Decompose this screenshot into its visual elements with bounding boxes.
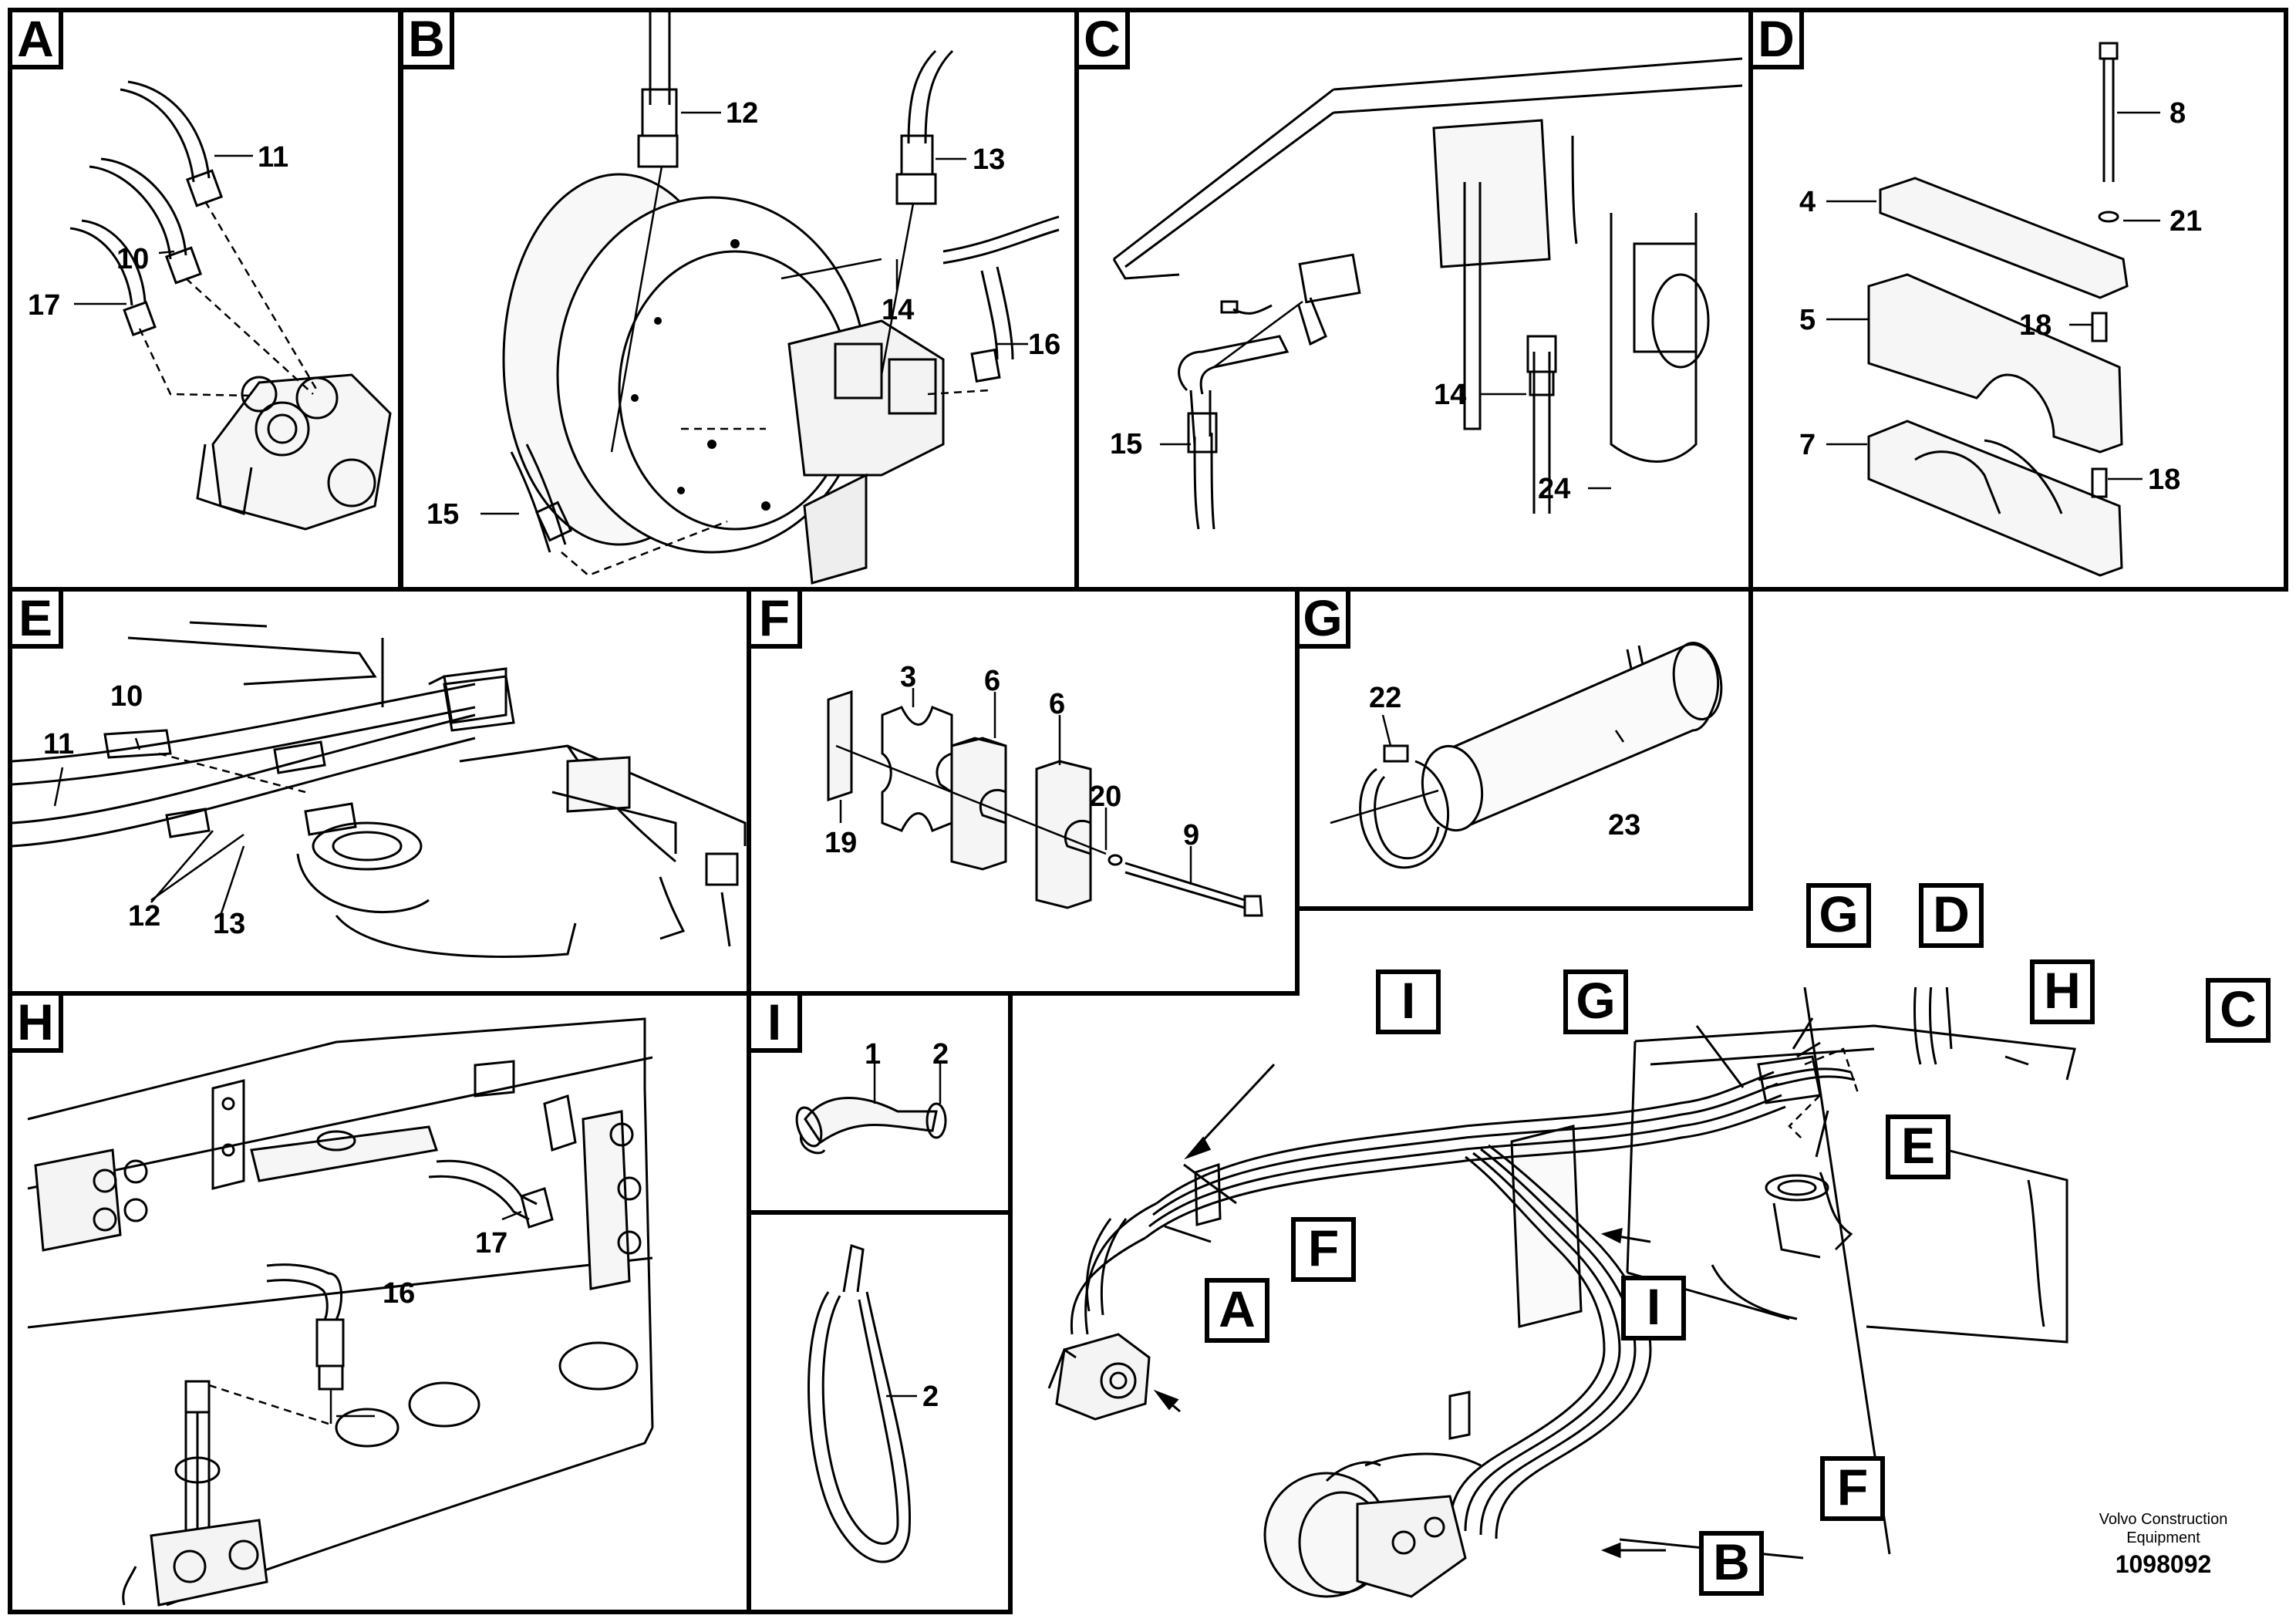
part-number-17: 17 xyxy=(28,289,60,322)
callout-h: H xyxy=(2030,959,2095,1024)
panel-b: B xyxy=(399,8,1079,592)
panel-letter-d: D xyxy=(1748,8,1804,69)
callout-c: C xyxy=(2206,978,2271,1043)
part-number-15: 15 xyxy=(426,498,459,531)
panel-e: E xyxy=(8,587,751,996)
part-number-6-left: 6 xyxy=(984,665,1000,697)
part-number-20: 20 xyxy=(1089,781,1121,813)
panel-letter-g: G xyxy=(1295,587,1350,649)
panel-c-drawing: 14 15 24 xyxy=(1110,57,1743,530)
part-number-16: 16 xyxy=(383,1277,415,1310)
footer-company-line1: Volvo Construction xyxy=(2099,1511,2228,1528)
part-number-12: 12 xyxy=(128,900,160,932)
panel-a: A xyxy=(8,8,403,592)
part-number-14: 14 xyxy=(1434,379,1466,411)
part-number-10: 10 xyxy=(116,243,149,275)
panel-letter-b: B xyxy=(399,8,454,69)
callout-a: A xyxy=(1205,1278,1269,1343)
panel-i-lower: 2 xyxy=(747,1210,1013,1614)
footer-company: Volvo Construction Equipment xyxy=(2067,1510,2260,1547)
callout-g-top: G xyxy=(1806,883,1871,948)
panel-a-drawing: 11 10 17 xyxy=(28,80,392,531)
panel-letter-i: I xyxy=(747,991,802,1053)
panel-h: H xyxy=(8,991,751,1614)
part-number-22: 22 xyxy=(1369,682,1401,714)
panel-letter-h: H xyxy=(8,991,63,1053)
part-number-17: 17 xyxy=(475,1227,507,1259)
part-number-8: 8 xyxy=(2170,97,2186,130)
part-number-23: 23 xyxy=(1608,809,1640,841)
callout-f-bottom: F xyxy=(1820,1456,1885,1521)
part-number-1: 1 xyxy=(865,1038,881,1071)
part-number-24: 24 xyxy=(1538,473,1570,505)
panel-i-upper: I 1 2 xyxy=(747,991,1013,1215)
part-number-9: 9 xyxy=(1183,819,1199,851)
part-number-11: 11 xyxy=(43,728,74,760)
panel-d: D 8 xyxy=(1748,8,2288,592)
part-number-2: 2 xyxy=(932,1038,949,1071)
part-number-19: 19 xyxy=(824,827,857,859)
part-number-18-lower: 18 xyxy=(2148,464,2180,496)
part-number-14: 14 xyxy=(882,294,914,326)
panel-c: C xyxy=(1074,8,1753,592)
callout-b: B xyxy=(1699,1531,1764,1596)
part-number-15: 15 xyxy=(1110,428,1142,460)
part-number-7: 7 xyxy=(1799,429,1816,461)
callout-i-bottom: I xyxy=(1621,1276,1686,1340)
part-number-10: 10 xyxy=(110,680,143,713)
footer-company-line2: Equipment xyxy=(2126,1529,2200,1546)
callout-f-top: F xyxy=(1291,1217,1356,1282)
part-number-5: 5 xyxy=(1799,304,1816,336)
part-number-2: 2 xyxy=(922,1381,939,1413)
part-number-16: 16 xyxy=(1028,329,1060,361)
panel-g: G 22 23 xyxy=(1295,587,1753,911)
part-number-12: 12 xyxy=(726,97,758,130)
panel-h-drawing: 17 16 xyxy=(27,1017,654,1607)
panel-e-drawing: 10 11 12 13 xyxy=(12,621,747,958)
panel-letter-c: C xyxy=(1074,8,1130,69)
panel-letter-e: E xyxy=(8,587,63,649)
panel-f-drawing: 3 6 6 20 9 19 xyxy=(824,661,1263,917)
drawing-number: 1098092 xyxy=(2115,1550,2212,1578)
panel-i-lower-drawing: 2 xyxy=(807,1244,939,1563)
panel-g-drawing: 22 23 xyxy=(1330,641,1723,869)
part-number-4: 4 xyxy=(1799,186,1816,218)
part-number-18-upper: 18 xyxy=(2019,309,2052,342)
panel-letter-f: F xyxy=(747,587,802,649)
callout-g-left: G xyxy=(1563,969,1628,1034)
panel-d-drawing: 8 4 21 5 18 7 18 xyxy=(1799,42,2202,577)
panel-letter-a: A xyxy=(8,8,63,69)
part-number-13: 13 xyxy=(213,908,245,940)
part-number-13: 13 xyxy=(973,143,1005,176)
callout-d: D xyxy=(1919,883,1984,948)
part-number-11: 11 xyxy=(258,141,288,174)
callout-i-top: I xyxy=(1376,969,1441,1034)
panel-b-drawing: 12 13 14 16 15 xyxy=(426,12,1060,585)
part-number-6-right: 6 xyxy=(1049,688,1065,720)
callout-e: E xyxy=(1886,1114,1950,1179)
panel-i-upper-drawing: 1 2 xyxy=(795,1038,949,1155)
part-number-3: 3 xyxy=(900,661,916,693)
panel-f: F 3 xyxy=(747,587,1300,996)
part-number-21: 21 xyxy=(2170,205,2202,238)
